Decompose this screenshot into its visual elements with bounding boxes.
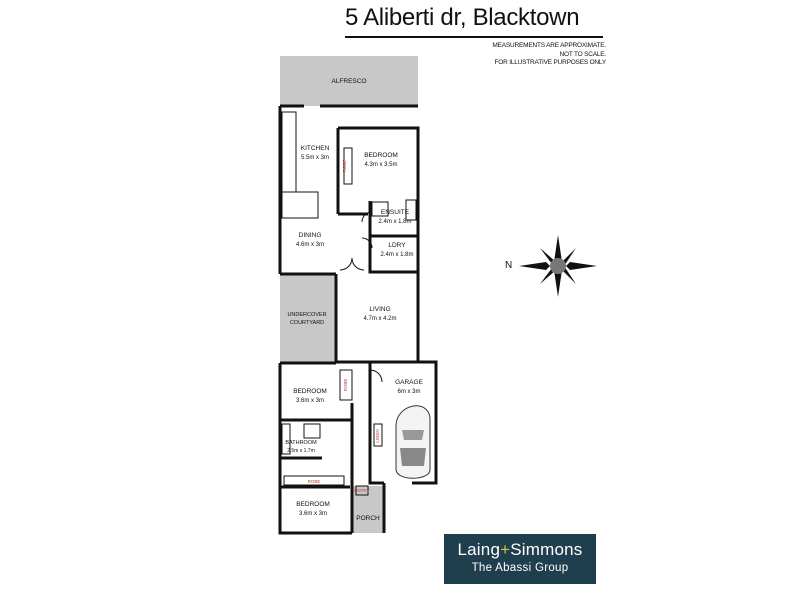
courtyard-label-1: UNDERCOVER [287, 312, 326, 318]
compass-rose-icon [519, 235, 597, 297]
fixtures [281, 111, 417, 496]
courtyard-label-2: COURTYARD [290, 320, 324, 326]
agency-subtitle: The Abassi Group [471, 562, 569, 574]
title-underline [345, 36, 603, 38]
alfresco-label: ALFRESCO [331, 78, 366, 85]
robe-label-top: ROBE [342, 160, 347, 173]
brand-part-2: Simmons [510, 540, 583, 559]
disclaimer: MEASUREMENTS ARE APPROXIMATE. NOT TO SCA… [486, 42, 606, 68]
property-address: 5 Aliberti dr, Blacktown [345, 4, 580, 31]
robe-label-bottom: ROBE [308, 479, 321, 484]
bathroom-size: 2.5m x 1.7m [287, 448, 315, 454]
disclaimer-line-1: MEASUREMENTS ARE APPROXIMATE. NOT TO SCA… [492, 42, 606, 58]
bedroom-top-size: 4.3m x 3.5m [364, 162, 397, 168]
linen-label: LINEN [375, 429, 380, 442]
ensuite-size: 2.4m x 1.8m [378, 219, 411, 225]
living-label: LIVING [369, 306, 390, 313]
bedroom-mid-label: BEDROOM [293, 388, 327, 395]
agency-logo: Laing+Simmons The Abassi Group [444, 534, 596, 584]
ldry-label: LDRY [388, 242, 406, 249]
bedroom-top-label: BEDROOM [364, 152, 398, 159]
car-icon [395, 405, 431, 479]
walls [278, 104, 438, 535]
dining-label: DINING [299, 232, 322, 239]
ensuite-label: ENSUITE [381, 209, 410, 216]
agency-name: Laing+Simmons [444, 540, 596, 560]
north-label: N [505, 260, 513, 271]
porch-label: PORCH [356, 515, 380, 522]
kitchen-size: 5.5m x 3m [301, 155, 329, 161]
bedroom-mid-size: 3.6m x 3m [296, 398, 324, 404]
brand-part-1: Laing [457, 540, 501, 559]
bathroom-label: BATHROOM [285, 440, 317, 446]
brand-plus: + [500, 540, 511, 559]
robe-label-mid: ROBE [343, 379, 348, 392]
garage-label: GARAGE [395, 379, 423, 386]
dining-size: 4.6m x 3m [296, 242, 324, 248]
ldry-size: 2.4m x 1.8m [380, 252, 413, 258]
courtyard-area [280, 274, 336, 363]
entry-label: ENTRY [354, 488, 369, 493]
disclaimer-line-2: FOR ILLUSTRATIVE PURPOSES ONLY [494, 59, 606, 66]
alfresco-area [280, 56, 418, 106]
living-size: 4.7m x 4.2m [363, 316, 396, 322]
bedroom-bottom-size: 3.6m x 3m [299, 511, 327, 517]
garage-size: 6m x 3m [397, 389, 420, 395]
bedroom-bottom-label: BEDROOM [296, 501, 330, 508]
kitchen-label: KITCHEN [301, 145, 330, 152]
